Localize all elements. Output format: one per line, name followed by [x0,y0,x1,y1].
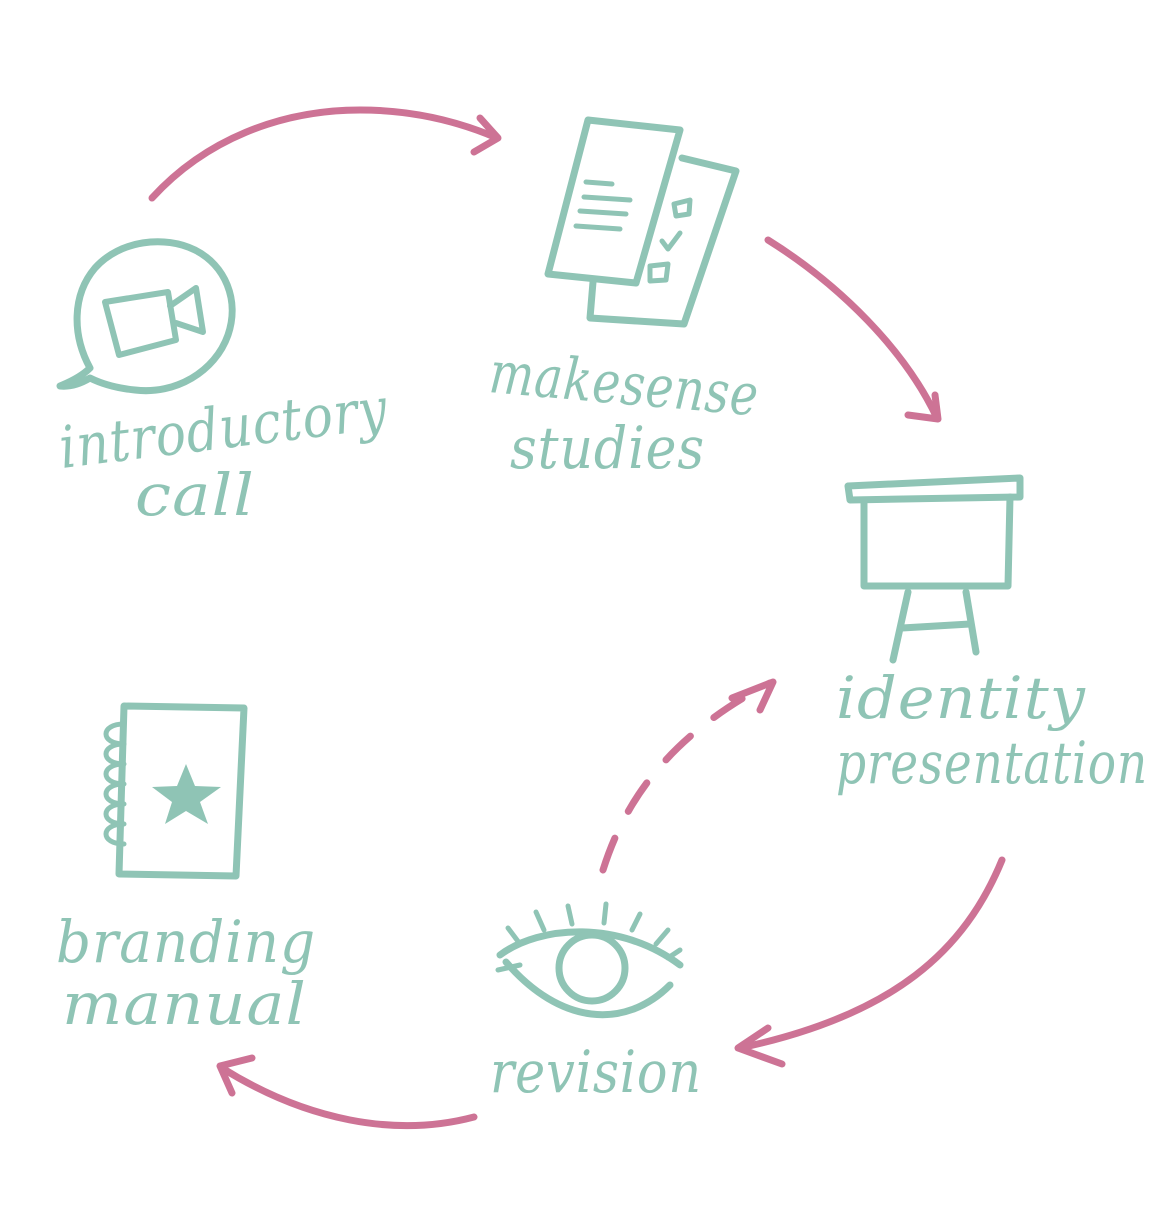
label-presentation: presentation [836,729,1148,797]
documents-checklist-icon [544,116,740,328]
video-call-bubble-icon [56,238,236,395]
label-branding: branding [56,908,316,976]
eye-icon [495,901,684,1019]
arrow-introductory-to-makesense [148,106,501,202]
notebook-star-icon [103,702,248,880]
label-identity: identity [836,664,1086,732]
presentation-easel-icon [844,474,1024,664]
notebook-star-shape [152,764,221,824]
label-studies: studies [510,414,705,482]
arrowhead-revision-to-branding [216,1054,256,1097]
step-labels: introductory call makesense studies iden… [55,338,1148,1106]
arrow-identity-to-revision [736,856,1006,1052]
arrowhead-revision-to-identity-dashed [728,678,777,714]
arrowhead-identity-to-revision [734,1024,786,1068]
arrow-revision-to-identity-dashed [599,679,774,874]
label-manual: manual [62,970,307,1038]
arrow-revision-to-branding [218,1064,478,1130]
arrowhead-makesense-to-identity [904,391,942,423]
arrow-makesense-to-identity [764,236,941,422]
label-revision: revision [490,1038,702,1106]
connector-arrows [148,106,1006,1130]
label-call: call [135,461,255,529]
arrowhead-introductory-to-makesense [470,114,502,156]
